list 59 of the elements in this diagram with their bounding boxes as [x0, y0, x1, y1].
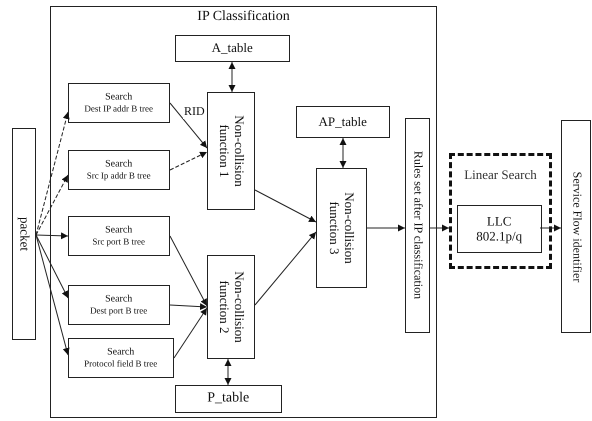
classification-panel	[50, 6, 437, 418]
search-box	[68, 284, 170, 325]
box-heading: LLC	[486, 213, 512, 229]
box-label: Dest port B tree	[89, 305, 148, 316]
arrow	[170, 303, 208, 310]
llc-box	[456, 204, 542, 253]
arrow	[430, 224, 450, 232]
arrow	[36, 112, 70, 236]
rotated-label: Service Flow identifier	[569, 170, 583, 284]
table-box	[174, 384, 282, 413]
arrow	[170, 152, 208, 170]
function-box	[206, 254, 255, 359]
arrow	[228, 62, 236, 92]
result-box	[404, 118, 430, 333]
rotated-label: Non-collision function 3	[326, 190, 356, 266]
arrow	[254, 190, 316, 222]
box-heading: Search	[106, 346, 136, 358]
arrow	[36, 232, 68, 240]
table-box	[174, 34, 290, 62]
search-box	[68, 150, 170, 190]
arrow	[340, 138, 346, 168]
packet-box	[12, 128, 36, 340]
box-label: Src Ip addr B tree	[86, 170, 152, 182]
box-label: Dest IP addr B tree	[83, 103, 154, 114]
rotated-label: packet	[16, 216, 32, 253]
function-box	[316, 168, 367, 288]
search-box	[68, 216, 170, 256]
arrow	[174, 308, 208, 358]
box-heading: Search	[104, 224, 134, 236]
box-label: 802.1p/q	[475, 228, 524, 244]
service-box	[561, 120, 591, 333]
box-label: P_table	[206, 390, 250, 408]
box-label: A_table	[210, 40, 254, 56]
search-box	[68, 82, 170, 123]
group-title: Linear Search	[463, 168, 538, 183]
arrow	[36, 234, 68, 298]
rotated-label: Rules set after IP classification	[410, 150, 424, 302]
box-heading: Search	[104, 91, 134, 104]
rotated-label: Non-collision function 2	[216, 270, 246, 344]
box-heading: Search	[104, 158, 134, 170]
arrow	[254, 232, 316, 306]
rotated-label: Non-collision function 1	[216, 114, 246, 188]
group-title: IP Classification	[196, 9, 291, 26]
arrow	[170, 102, 208, 148]
table-box	[296, 106, 390, 138]
edge-label: RID	[183, 104, 206, 119]
function-box	[206, 92, 255, 210]
box-label: Protocol field B tree	[83, 358, 158, 370]
arrow	[366, 224, 406, 232]
arrow	[224, 358, 232, 386]
arrow	[170, 236, 208, 306]
search-box	[68, 338, 174, 378]
box-label: Src port B tree	[91, 236, 146, 248]
box-label: AP_table	[317, 114, 368, 130]
arrow	[540, 224, 562, 232]
arrow	[36, 234, 70, 356]
arrow	[36, 174, 68, 236]
dashed-group-box	[449, 153, 552, 269]
box-heading: Search	[104, 293, 134, 306]
